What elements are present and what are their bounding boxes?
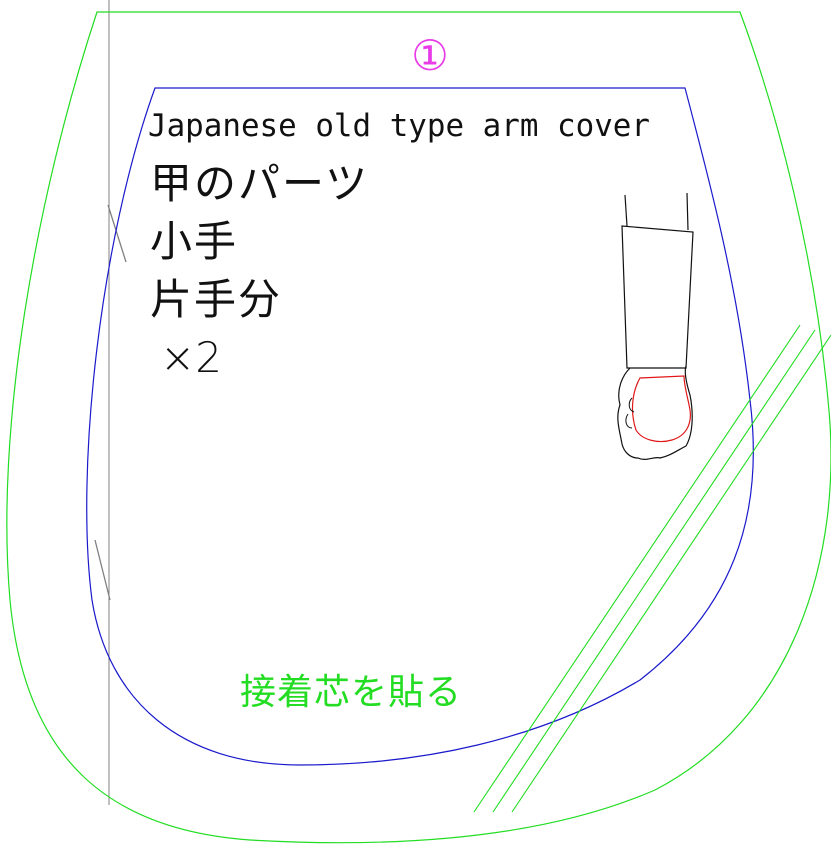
- piece-number: ①: [411, 31, 449, 80]
- arm-cover-illustration: [617, 192, 694, 461]
- cut-line-outline: [86, 87, 754, 766]
- label-line-2: 小手: [150, 217, 238, 266]
- interfacing-line-1: [473, 324, 801, 813]
- label-line-1: 甲のパーツ: [150, 159, 369, 208]
- fist-outline-icon: [631, 375, 691, 443]
- notch-mark-lower: [94, 539, 111, 601]
- arm-line-left: [624, 194, 628, 227]
- interfacing-note: 接着芯を貼る: [240, 672, 462, 713]
- seam-allowance-outline: [6, 11, 831, 844]
- label-line-3: 片手分: [150, 275, 282, 324]
- interfacing-line-3: [511, 334, 831, 813]
- arm-line-right: [686, 192, 689, 231]
- label-line-4: ×2: [160, 333, 222, 382]
- fist-knuckles: [625, 397, 635, 429]
- notch-mark-upper: [107, 204, 127, 263]
- hand-outline: [617, 365, 693, 461]
- interfacing-line-2: [492, 329, 816, 813]
- arm-cover-sleeve: [621, 225, 694, 369]
- pattern-title: Japanese old type arm cover: [148, 108, 650, 144]
